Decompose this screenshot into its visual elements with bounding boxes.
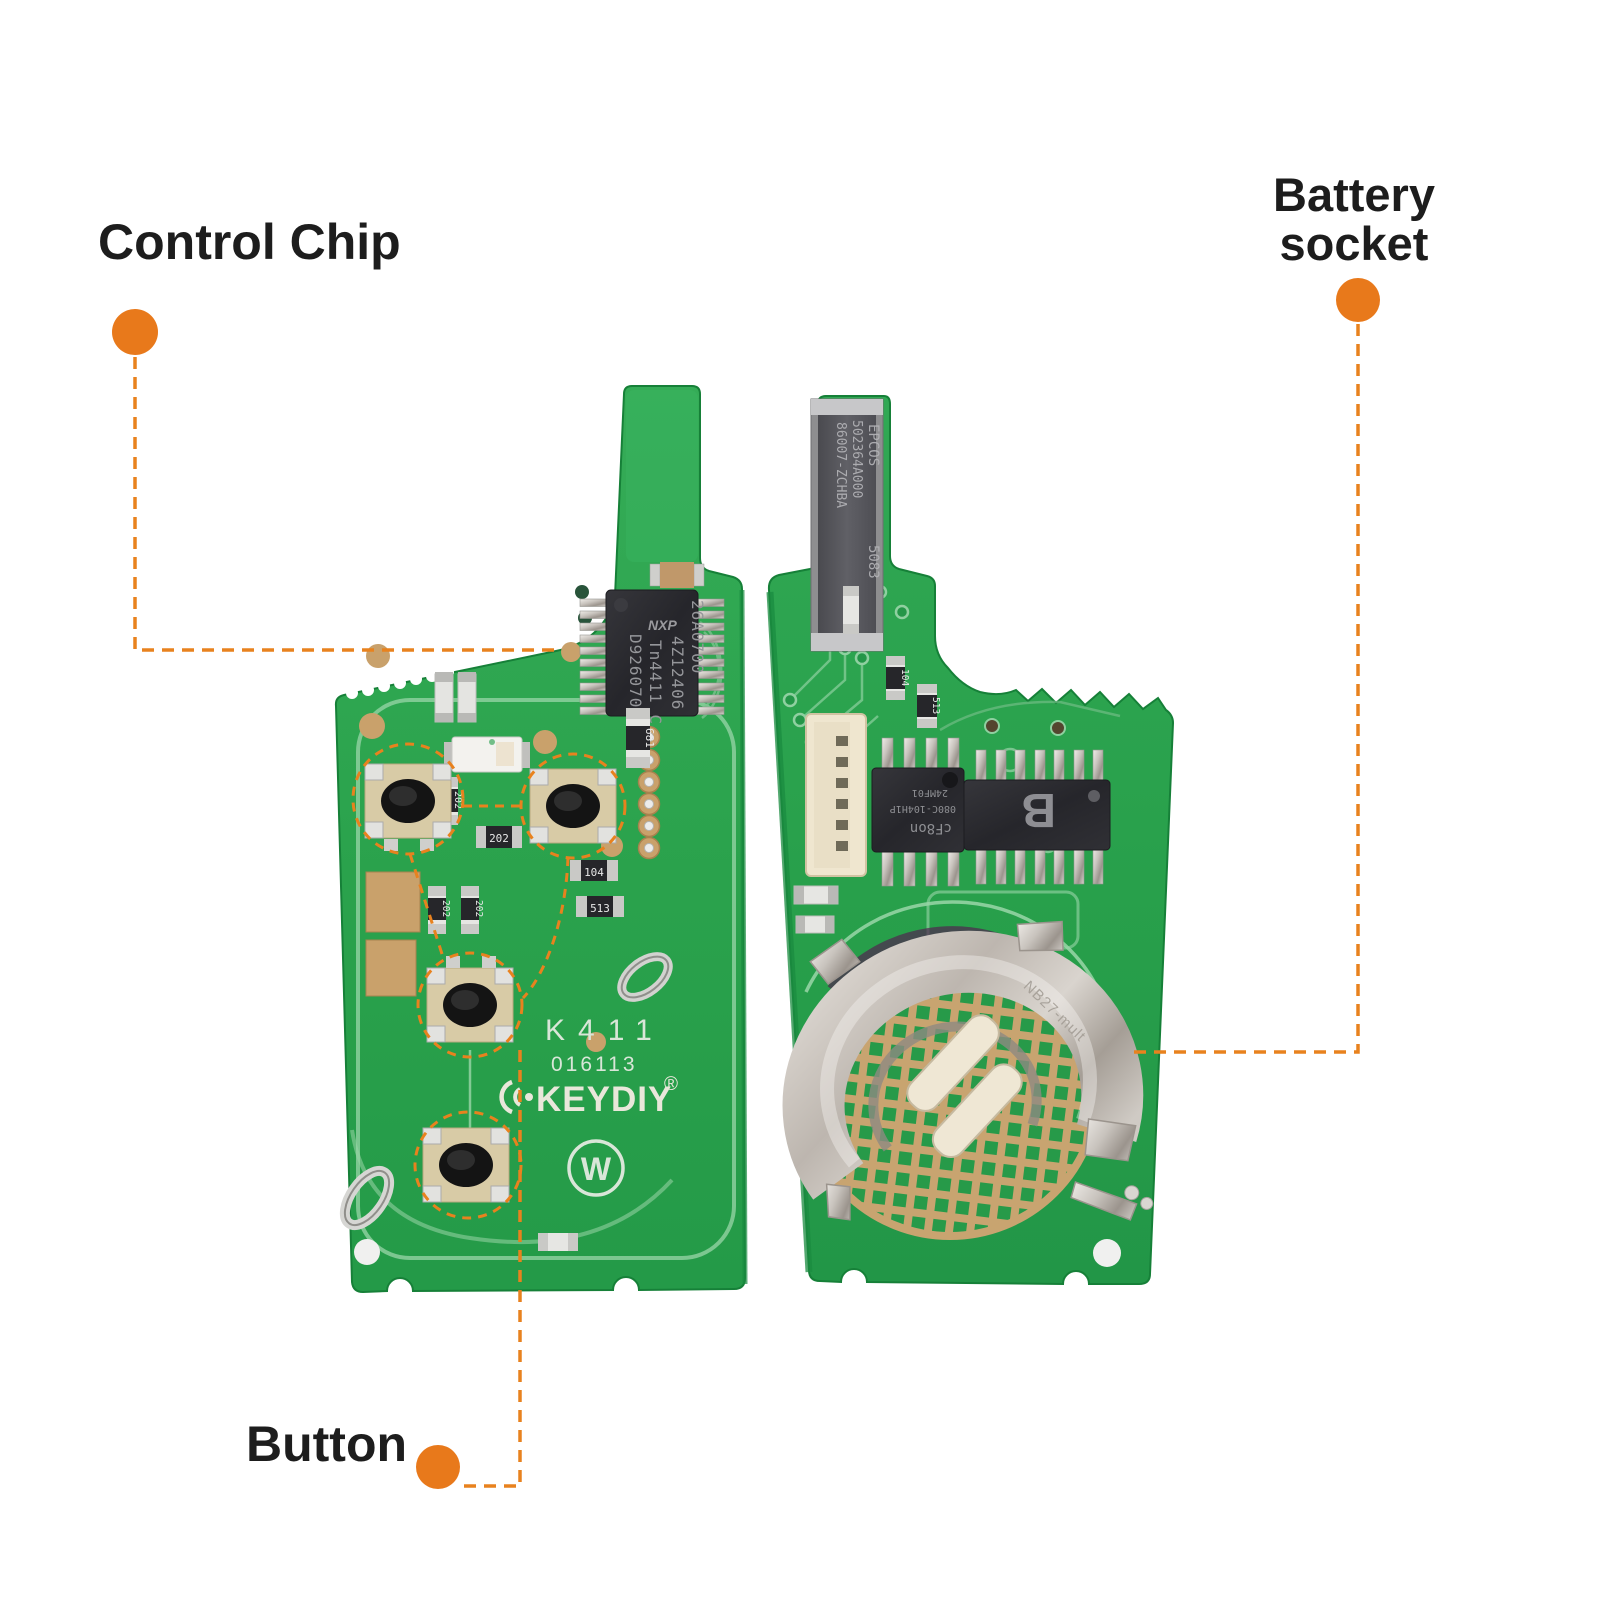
battery-socket-label-line1: Battery — [1273, 168, 1435, 221]
front-resistor-681: 681 — [626, 708, 656, 768]
resistor-label-202: 202 — [440, 900, 451, 917]
front-solder-slot-left — [339, 1165, 395, 1231]
front-mount-hole — [354, 1239, 380, 1265]
pin-connector — [805, 713, 867, 877]
control-chip-pin1-dot — [614, 598, 628, 612]
w-logo: W — [567, 1139, 625, 1197]
tact-switch-2 — [529, 768, 617, 844]
solder-blob-1 — [1124, 1185, 1140, 1201]
back-resistor-513: 513 — [917, 684, 941, 728]
callout-dot-battery-socket — [1336, 278, 1380, 322]
rf-module-brand: EPCOS — [865, 424, 881, 466]
control-chip-marking-col1: 26A0700 — [688, 600, 707, 674]
control-chip-label: Control Chip — [98, 214, 401, 270]
front-silkscreen-curve — [350, 1129, 674, 1245]
back-mount-hole — [1093, 1239, 1121, 1267]
resistor-label-202: 202 — [473, 900, 484, 917]
callout-dot-button — [416, 1445, 460, 1489]
resistor-label-202: 202 — [452, 791, 463, 809]
keydiy-logo-dot — [525, 1093, 533, 1101]
front-silkscreen-outline — [356, 698, 736, 1260]
battery-socket-label-line2: socket — [1279, 217, 1429, 271]
control-chip-ic: NXP 26A0700 4Z12406 Tn4411 C D9260700 — [579, 589, 725, 725]
eeprom-marking-line2: 080C-104H1P — [890, 803, 956, 814]
back-resistor-104: 104 — [886, 656, 910, 700]
rf-module: EPCOS 502364A000 86007-ZCHBA 5083 — [810, 398, 884, 652]
control-chip-pins — [579, 598, 725, 715]
front-bottom-resistor — [538, 1233, 578, 1251]
battery-clip-prongs — [906, 1014, 1023, 1159]
front-resistor-202-d: 202 — [461, 886, 484, 934]
transponder-marking: B — [1021, 783, 1056, 836]
resistor-label-202: 202 — [489, 832, 509, 845]
transponder-ic: B — [963, 749, 1111, 885]
highlight-circle-button4 — [413, 1110, 523, 1220]
front-resistor-202-c: 202 — [428, 886, 451, 934]
highlight-link-2-3 — [521, 856, 570, 1000]
leader-line-button — [462, 1050, 522, 1488]
rf-module-line4: 5083 — [865, 545, 881, 579]
control-chip-marking-col4: D9260700 — [626, 634, 645, 719]
solder-blob-2 — [1140, 1196, 1154, 1210]
highlight-link-1-3 — [408, 853, 444, 955]
rf-module-line2: 502364A000 — [849, 420, 864, 498]
battery-clip-tabs — [809, 920, 1138, 1221]
resistor-label-681: 681 — [643, 728, 656, 748]
resistor-label-104: 104 — [584, 866, 604, 879]
battery-clip-inner-edge — [868, 1021, 1042, 1152]
registered-mark: ® — [664, 1074, 678, 1095]
callouts — [112, 278, 1380, 1489]
control-chip-body — [605, 589, 699, 717]
brand-text: KEYDIY — [536, 1080, 672, 1119]
control-chip-brand: NXP — [648, 617, 677, 633]
control-chip-marking-col3: Tn4411 C — [646, 640, 665, 725]
board-serial-text: 016113 — [551, 1053, 638, 1076]
battery-clip-highlight — [820, 955, 1097, 1168]
eeprom-ic: cF8on 080C-104H1P 24MF01 — [871, 737, 965, 887]
button-highlight-circles — [351, 742, 627, 1220]
leader-line-control-chip — [133, 357, 562, 652]
w-logo-letter: W — [581, 1151, 612, 1187]
eeprom-marking-line1: cF8on — [910, 820, 952, 836]
front-top-capacitor — [649, 562, 705, 588]
eeprom-marking-line3: 24MF01 — [912, 787, 948, 798]
resistor-label-513: 513 — [930, 697, 941, 714]
button-label: Button — [246, 1416, 408, 1472]
battery-clip-band — [782, 930, 1144, 1200]
front-resistor-513: 513 — [576, 896, 624, 917]
led — [444, 736, 530, 773]
front-edge-shade — [739, 589, 748, 1285]
front-solder-slot-right — [617, 952, 673, 1002]
rf-module-line3: 86007-ZCHBA — [833, 422, 848, 508]
leader-line-battery-socket — [1133, 324, 1360, 1054]
highlight-circle-button2 — [519, 752, 627, 860]
back-board: EPCOS 502364A000 86007-ZCHBA 5083 104 51… — [766, 395, 1175, 1286]
tact-switch-4 — [422, 1127, 510, 1203]
resistor-label-513: 513 — [590, 902, 610, 915]
front-standing-capacitors — [434, 672, 477, 723]
front-resistor-202-b: 202 — [476, 826, 522, 848]
tact-switch-1 — [364, 763, 452, 851]
callout-dot-control-chip — [112, 309, 158, 355]
tact-switch-3 — [426, 956, 514, 1043]
front-resistor-104: 104 — [570, 860, 618, 881]
resistor-label-104: 104 — [899, 669, 910, 686]
back-resistor-plain — [843, 586, 859, 634]
front-neck-highlight — [626, 390, 698, 562]
board-model-text: K411 — [545, 1014, 665, 1047]
back-edge-capacitors — [793, 885, 839, 934]
front-board: NXP 26A0700 4Z12406 Tn4411 C D9260700 — [334, 385, 748, 1294]
highlight-circle-button1 — [351, 742, 465, 856]
control-chip-marking-col2: 4Z12406 — [668, 636, 687, 710]
battery-clip: NB27-mult — [782, 920, 1154, 1221]
highlight-circle-button3 — [416, 951, 524, 1059]
keydiy-logo: KEYDIY ® — [499, 1074, 678, 1119]
